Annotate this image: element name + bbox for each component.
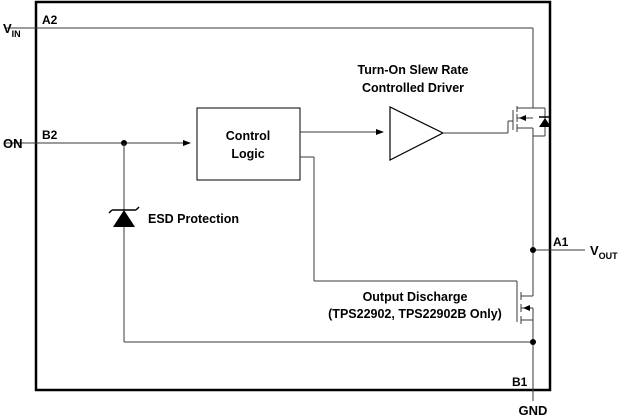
esd-diode-bar (108, 206, 140, 214)
driver-label-2: Controlled Driver (362, 81, 464, 95)
esd-label: ESD Protection (148, 212, 239, 226)
chip-outline (34, 0, 552, 392)
control-logic-label-2: Logic (231, 147, 264, 161)
control-logic-label-1: Control (226, 129, 270, 143)
discharge-fet-icon (516, 289, 534, 324)
gnd-pin-id: B1 (512, 375, 528, 389)
vout-junction-dot (530, 247, 536, 253)
pass-fet-icon (512, 106, 551, 137)
vout-pin-label: VOUT (590, 243, 618, 261)
vin-pin-id: A2 (42, 13, 58, 27)
gnd-pin-label: GND (519, 403, 548, 418)
gnd-junction-dot (530, 339, 536, 345)
driver-label-1: Turn-On Slew Rate (358, 63, 469, 77)
vout-pin-id: A1 (553, 235, 569, 249)
vin-pin-label: VIN (3, 21, 21, 39)
discharge-label-2: (TPS22902, TPS22902B Only) (328, 307, 502, 321)
discharge-label-1: Output Discharge (363, 290, 468, 304)
esd-diode-icon (113, 210, 135, 227)
control-logic-box (196, 107, 301, 181)
on-pin-id: B2 (42, 128, 58, 142)
on-pin-label: ON (3, 136, 23, 151)
driver-buffer-icon (389, 106, 445, 161)
